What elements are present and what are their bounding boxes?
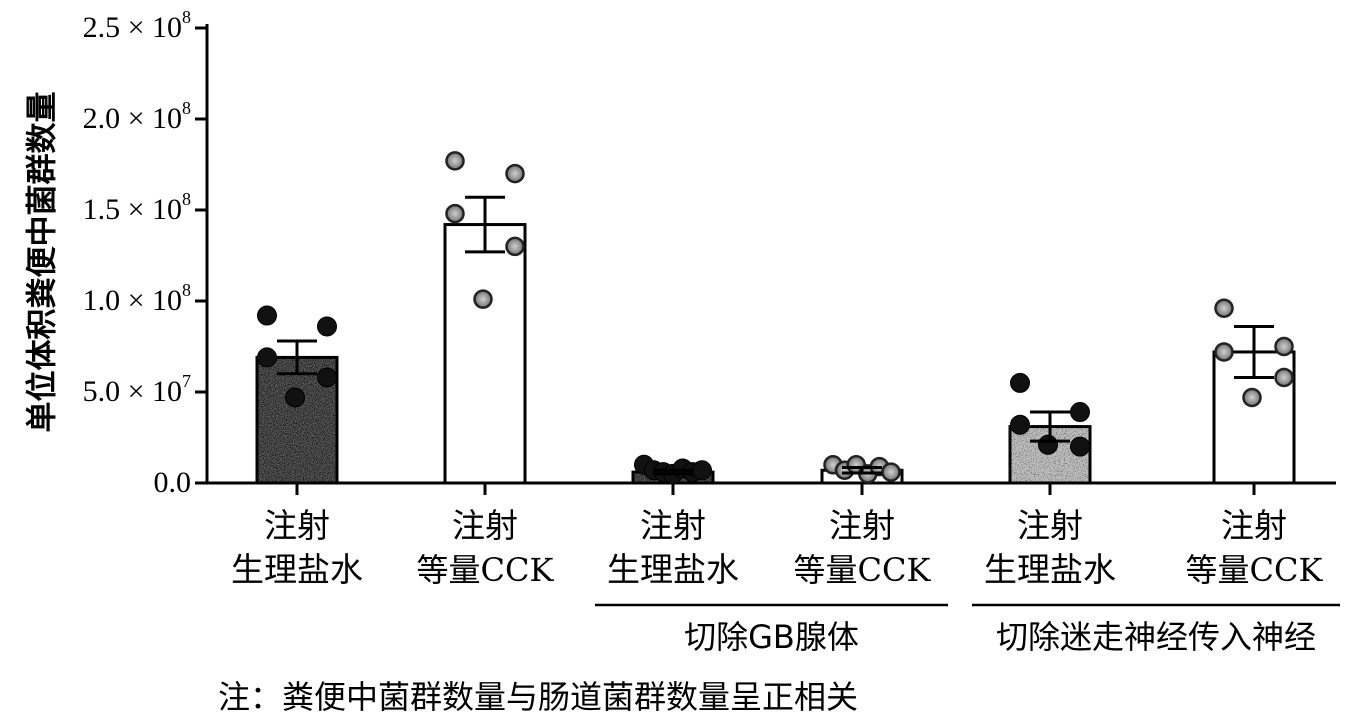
x-tick-label-line2: 等量CCK bbox=[417, 551, 555, 589]
y-axis-label: 单位体积粪便中菌群数量 bbox=[25, 92, 61, 433]
x-tick-label-line2: 等量CCK bbox=[1186, 551, 1324, 589]
data-point bbox=[881, 462, 901, 482]
data-point bbox=[1214, 342, 1234, 362]
x-tick-label-line1: 注射 bbox=[1017, 506, 1083, 545]
x-tick-label-line1: 注射 bbox=[640, 506, 706, 545]
data-point bbox=[1274, 336, 1294, 357]
bars bbox=[255, 223, 1296, 485]
data-point bbox=[505, 236, 525, 257]
data-point bbox=[445, 203, 465, 224]
data-points bbox=[257, 151, 1294, 484]
data-point bbox=[473, 289, 493, 309]
y-tick-label: 2.5 × 108 bbox=[83, 7, 191, 44]
data-point bbox=[1274, 367, 1294, 388]
x-tick-label-line2: 生理盐水 bbox=[984, 550, 1116, 589]
y-tick-label: 0.0 bbox=[154, 466, 192, 499]
data-point bbox=[505, 163, 525, 184]
data-point bbox=[1010, 414, 1030, 435]
data-point bbox=[692, 460, 712, 481]
data-point bbox=[257, 305, 277, 326]
data-point bbox=[1214, 298, 1234, 319]
data-point bbox=[317, 316, 337, 337]
data-point bbox=[317, 367, 337, 388]
y-tick-label: 5.0 × 107 bbox=[83, 371, 191, 408]
group-brackets: 切除GB腺体 切除迷走神经传入神经 bbox=[595, 603, 1340, 656]
axes: 0.0 5.0 × 107 1.0 × 108 1.5 × 108 2.0 × 108 2… bbox=[83, 7, 1336, 499]
x-tick-label-line1: 注射 bbox=[1221, 506, 1287, 545]
data-point bbox=[445, 151, 465, 171]
x-tick-label-line1: 注射 bbox=[452, 506, 518, 545]
data-point bbox=[1070, 436, 1090, 457]
y-tick-label: 2.0 × 108 bbox=[83, 98, 191, 135]
x-tick-label-line2: 等量CCK bbox=[794, 551, 932, 589]
y-tick-label: 1.0 × 108 bbox=[83, 280, 191, 317]
data-point bbox=[1010, 372, 1030, 393]
data-point bbox=[257, 347, 277, 368]
group-label: 切除迷走神经传入神经 bbox=[996, 618, 1316, 656]
error-bars bbox=[277, 195, 1274, 476]
bar bbox=[445, 224, 525, 483]
footnote: 注：粪便中菌群数量与肠道菌群数量呈正相关 bbox=[218, 678, 859, 716]
y-tick-label: 1.5 × 108 bbox=[83, 189, 191, 226]
data-point bbox=[1038, 434, 1058, 455]
x-tick-label-line2: 生理盐水 bbox=[607, 550, 739, 589]
x-tick-label-line1: 注射 bbox=[264, 506, 330, 545]
data-point bbox=[285, 387, 305, 408]
data-point bbox=[1070, 402, 1090, 423]
group-label: 切除GB腺体 bbox=[684, 618, 859, 656]
x-tick-label-line2: 生理盐水 bbox=[231, 550, 363, 589]
x-tick-label-line1: 注射 bbox=[829, 506, 895, 545]
data-point bbox=[1242, 387, 1262, 408]
